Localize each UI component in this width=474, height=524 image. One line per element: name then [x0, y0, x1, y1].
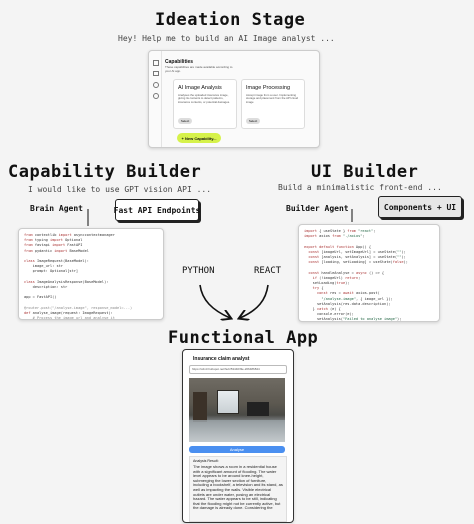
app-window: Insurance claim analyst https://cdn3.hub…: [182, 349, 294, 523]
result-box: Analysis Result: The image shows a room …: [189, 456, 287, 522]
python-code: from contextlib import asynccontextmanag…: [24, 233, 133, 320]
react-code: import { useState } from "react"; import…: [304, 229, 408, 322]
image-url-value: https://cdn3.hubspot.net/hub/53440/file-…: [192, 367, 260, 371]
result-text: The image shows a room in a residential …: [193, 464, 283, 511]
ideation-title: Ideation Stage: [155, 10, 306, 30]
card-desc: Analyses the uploaded insurance image, g…: [178, 93, 230, 104]
new-capability-button[interactable]: + New Capability...: [177, 133, 221, 143]
select-button[interactable]: Select: [178, 118, 192, 124]
capability-card-image-analysis[interactable]: AI Image Analysis Analyses the uploaded …: [173, 79, 237, 129]
card-desc: Accept image from a user. Implementing s…: [246, 93, 299, 104]
capability-card-image-processing[interactable]: Image Processing Accept image from a use…: [241, 79, 305, 129]
ideation-panel: Capabilities These capabilities are made…: [148, 50, 320, 148]
fast-api-pill: Fast API Endpoints: [114, 199, 200, 221]
card-title: AI Image Analysis: [178, 85, 222, 91]
app-window-title: Insurance claim analyst: [193, 356, 250, 362]
room-photo: [189, 378, 285, 442]
settings-icon[interactable]: [153, 93, 159, 99]
brain-agent-label: Brain Agent: [30, 204, 83, 213]
capability-subtitle: I would like to use GPT vision API ...: [28, 185, 212, 194]
analyse-button[interactable]: Analyse: [189, 446, 285, 453]
python-code-card: from contextlib import asynccontextmanag…: [18, 228, 164, 320]
card-title: Image Processing: [246, 85, 291, 91]
image-url-input[interactable]: https://cdn3.hubspot.net/hub/53440/file-…: [189, 365, 287, 374]
builder-agent-label: Builder Agent: [286, 204, 349, 213]
react-code-card: import { useState } from "react"; import…: [298, 224, 440, 322]
photo-bookshelf: [193, 392, 207, 422]
photo-tv: [247, 402, 269, 416]
react-arrow: [240, 284, 269, 318]
chat-icon[interactable]: [153, 82, 159, 88]
ui-builder-title: UI Builder: [311, 162, 419, 182]
panel-sidebar: [149, 51, 162, 147]
panel-heading: Capabilities: [165, 59, 194, 65]
functional-app-title: Functional App: [168, 328, 319, 348]
ideation-subtitle: Hey! Help me to build an AI Image analys…: [118, 34, 335, 43]
select-button[interactable]: Select: [246, 118, 260, 124]
folder-icon[interactable]: [153, 71, 159, 76]
react-label: REACT: [254, 266, 282, 276]
python-label: PYTHON: [182, 266, 215, 276]
capability-title: Capability Builder: [8, 162, 202, 182]
photo-window: [217, 390, 239, 414]
panel-desc: These capabilities are made available ac…: [165, 65, 233, 73]
result-heading: Analysis Result:: [193, 459, 219, 463]
components-ui-pill: Components + UI: [378, 196, 462, 218]
home-icon[interactable]: [153, 60, 159, 66]
python-arrow: [199, 284, 230, 318]
ui-builder-subtitle: Build a minimalistic front-end ...: [278, 183, 442, 192]
photo-water: [189, 420, 285, 442]
